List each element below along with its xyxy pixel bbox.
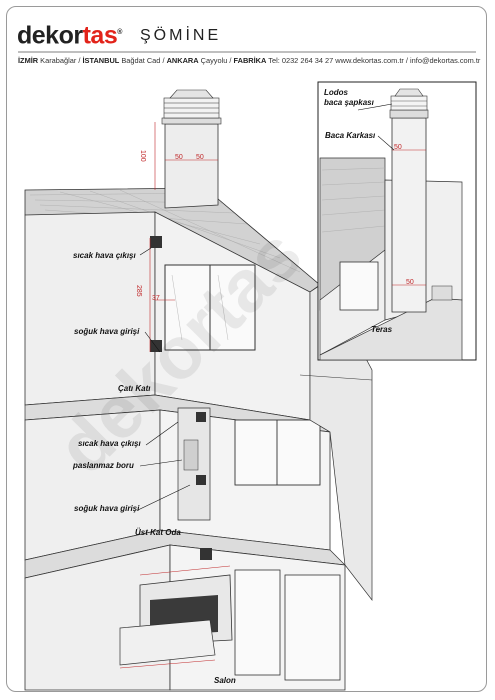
label-hot-air-outlet-upper: sıcak hava çıkışı	[78, 439, 141, 448]
room-upper: Üst Kat Oda	[135, 528, 181, 537]
label-cold-air-inlet-upper: soğuk hava girişi	[74, 504, 140, 513]
dim-chimney-width-a: 50	[175, 154, 183, 161]
chimney	[164, 123, 219, 209]
inset-label-cap: baca şapkası	[324, 98, 374, 107]
inset-window	[339, 261, 379, 311]
room-salon: Salon	[214, 676, 236, 685]
inset-leaders	[357, 103, 395, 151]
brand-logo: dekortas®	[17, 21, 122, 50]
label-cold-air-inlet-attic: soğuk hava girişi	[74, 327, 140, 336]
label-hot-air-outlet-attic: sıcak hava çıkışı	[73, 251, 136, 260]
steel-pipe	[183, 439, 199, 471]
upper-window	[234, 419, 321, 486]
dim-chimney-width-b: 50	[196, 154, 204, 161]
brand-subtitle: ŞÖMİNE	[140, 27, 222, 44]
address-line: İZMİR Karabağlar / İSTANBUL Bağdat Cad /…	[18, 56, 481, 65]
chimney-hat-slats	[164, 102, 219, 114]
label-steel-pipe: paslanmaz boru	[73, 461, 134, 470]
leader-lines	[137, 247, 191, 511]
room-terrace: Teras	[371, 325, 393, 334]
chimney-hat-top	[169, 89, 214, 99]
dim-lines-main	[149, 122, 218, 352]
dim-chimney-height: 100	[139, 150, 146, 162]
salon-door-2	[284, 574, 341, 681]
inset-roof-tiles	[321, 167, 386, 233]
fireplace-hearth	[119, 619, 216, 666]
upper-vent-cold	[196, 475, 206, 485]
inset-dim-lines	[392, 149, 426, 286]
inset-label-lodos: Lodos	[324, 88, 348, 97]
chimney-cap-base	[161, 117, 222, 125]
salon-door-1	[234, 569, 281, 676]
room-attic: Çatı Katı	[118, 384, 151, 393]
dim-offset: 37	[152, 295, 160, 302]
inset-dim-a: 50	[394, 144, 402, 151]
page-frame	[6, 6, 487, 692]
fireplace-dim-lines	[119, 565, 231, 669]
salon-vent	[200, 548, 212, 560]
dim-wall-height: 285	[135, 285, 142, 297]
upper-vent-hot	[196, 412, 206, 422]
inset-label-frame: Baca Karkası	[325, 131, 376, 140]
inset-dim-b: 50	[406, 279, 414, 286]
attic-vent-hot	[150, 236, 162, 248]
inset-chimney-hat	[389, 109, 429, 119]
